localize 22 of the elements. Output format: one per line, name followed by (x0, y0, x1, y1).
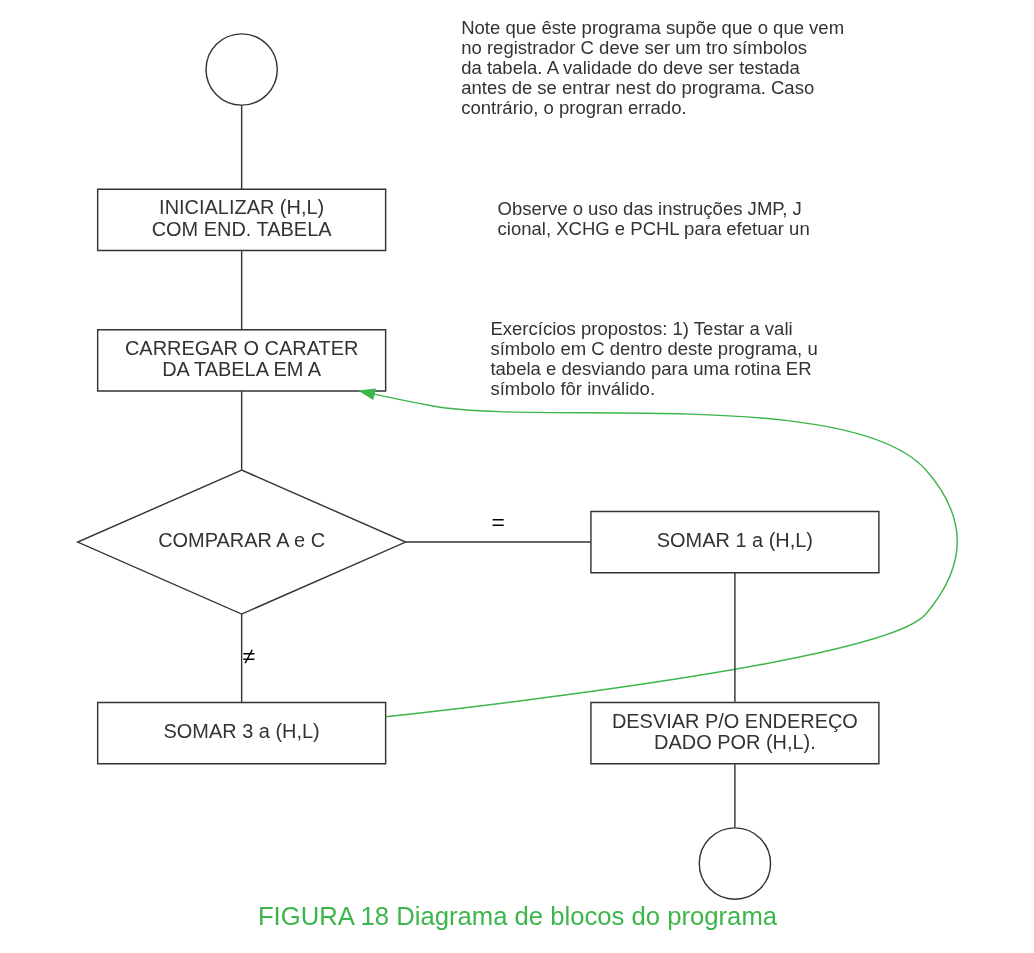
node-box: SOMAR 1 a (H,L) (589, 510, 880, 574)
label: Exercícios propostos: 1) Testar a vali símbolo em C dentro deste programa, u tabela e desviando para uma rotina ER símbolo fôr inválido. (489, 318, 818, 400)
connector (240, 613, 242, 703)
node-box: SOMAR 3 a (H,L) (96, 701, 386, 765)
connector (733, 572, 736, 703)
edge-label: ≠ (242, 642, 255, 669)
label: Note que êste programa supõe que o que vem no registrador C deve ser um tro símbolos da tabela. A validade do deve ser testada antes de se entrar nest do programa. Caso contrário, o progran errado. (460, 17, 844, 119)
connector (733, 763, 736, 829)
connector (240, 250, 242, 331)
node-circle (204, 33, 278, 106)
node-box: INICIALIZAR (H,L) COM END. TABELA (96, 188, 386, 252)
edge-label: = (491, 509, 505, 536)
connector (404, 541, 592, 543)
label: Observe o uso das instruções JMP, J cional, XCHG e PCHL para efetuar un (497, 197, 810, 239)
connector (240, 104, 242, 190)
node-diamond: COMPARAR A e C (75, 469, 407, 615)
node-box: CARREGAR O CARATER DA TABELA EM A (96, 328, 386, 392)
caption: FIGURA 18 Diagrama de blocos do programa (257, 902, 777, 931)
node-box: DESVIAR P/O ENDEREÇO DADO POR (H,L). (589, 701, 880, 765)
connector (240, 390, 242, 471)
node-circle (698, 827, 771, 900)
arrow (357, 388, 958, 718)
